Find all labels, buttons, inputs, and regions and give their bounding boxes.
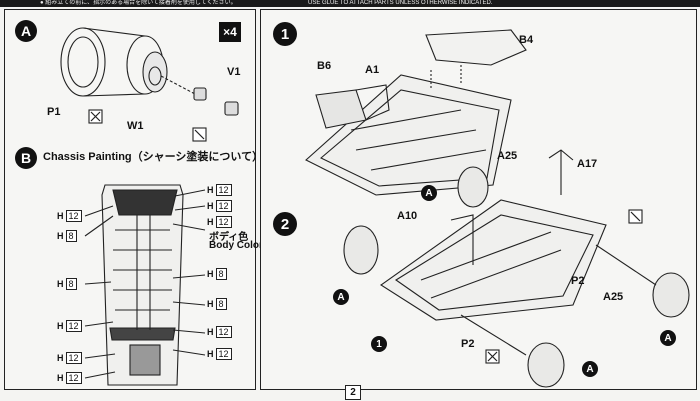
front-left-wheel-drawing (343, 225, 379, 275)
body-color-en: Body Color (209, 240, 263, 251)
glue-note-en: USE GLUE TO ATTACH PARTS UNLESS OTHERWIS… (308, 0, 493, 6)
right-panel-drawing (305, 29, 690, 388)
chassis-assembly-drawing (380, 199, 607, 321)
front-right-wheel-drawing (457, 166, 489, 208)
instruction-header-bar: ● 組み立ての前に、指示のある場合を除いて接着剤を使用してください。 USE G… (0, 0, 700, 7)
marker-a-right: A (660, 330, 676, 346)
part-label-a10: A10 (397, 210, 418, 222)
marker-a-left: A (333, 289, 349, 305)
part-label-a25-top: A25 (497, 150, 518, 162)
rear-right-wheel-drawing (652, 272, 690, 318)
part-label-p2-bottom: P2 (461, 338, 475, 350)
part-label-a17: A17 (577, 158, 598, 170)
left-panel: A ×4 P1 W1 V1 B Chassis Painting（シャーシ塗装に… (4, 9, 263, 390)
step-2-badge: 2 (273, 212, 297, 236)
part-a10-drawing (450, 214, 474, 265)
part-label-b6: B6 (317, 60, 332, 72)
chassis-tub-drawing (305, 74, 512, 196)
rear-axle-left-drawing (460, 314, 527, 356)
part-label-b4: B4 (519, 34, 534, 46)
marker-a-bottom: A (582, 361, 598, 377)
bushing-v1-drawing (193, 87, 207, 101)
part-a17-drawing (548, 149, 574, 195)
quantity-badge: ×4 (219, 22, 241, 42)
wheel-drawing (142, 51, 168, 93)
step-b-badge: B (15, 147, 37, 169)
marker-a-top: A (421, 185, 437, 201)
bracket-b4-drawing (425, 29, 527, 66)
part-label-p2-right: P2 (571, 275, 585, 287)
rear-left-wheel-drawing (527, 342, 565, 388)
rear-axle-right-drawing (595, 244, 657, 286)
left-panel-drawing (60, 27, 239, 386)
part-label-a1: A1 (365, 64, 380, 76)
marker-step-1: 1 (371, 336, 387, 352)
page-number: 2 (345, 385, 361, 400)
step-1-badge: 1 (273, 22, 297, 46)
glue-note-jp: ● 組み立ての前に、指示のある場合を除いて接着剤を使用してください。 (40, 0, 237, 6)
part-label-v1: V1 (227, 66, 241, 78)
chassis-painting-title: Chassis Painting（シャーシ塗装について） (43, 151, 264, 163)
body-color-jp: ボディ色 (209, 232, 249, 243)
part-label-p1: P1 (47, 106, 61, 118)
right-panel: 1 B4 B6 A1 2 A25 A17 A10 P2 A25 P2 A A A… (260, 9, 697, 390)
step-a-badge: A (15, 20, 37, 42)
part-label-a25-right: A25 (603, 291, 624, 303)
part-label-w1: W1 (127, 120, 144, 132)
